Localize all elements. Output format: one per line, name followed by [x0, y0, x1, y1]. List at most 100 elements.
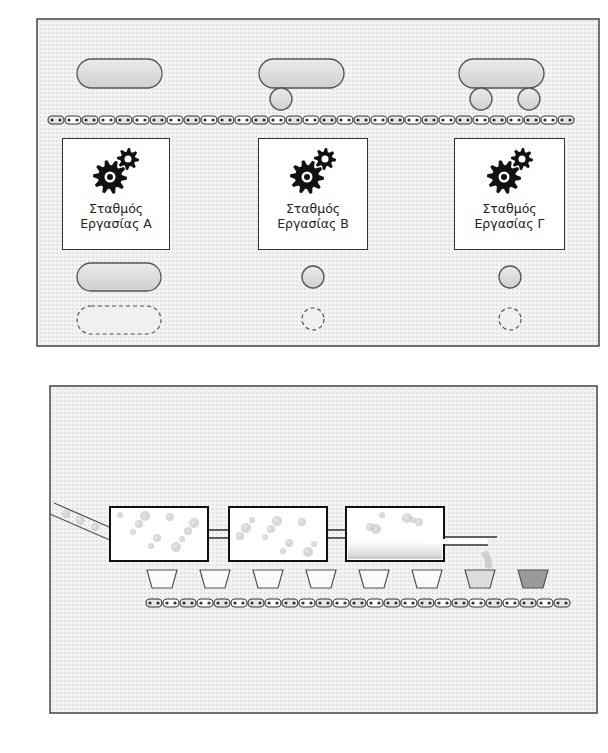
- station-label: Σταθμός Εργασίας Γ: [459, 201, 560, 231]
- particle: [262, 534, 268, 540]
- cup: [465, 570, 495, 588]
- chain-link: [333, 599, 349, 607]
- chain-link: [401, 599, 417, 607]
- particle: [285, 539, 293, 547]
- chain-link: [218, 116, 234, 124]
- chain-link: [388, 116, 404, 124]
- chain-link: [503, 599, 519, 607]
- cup: [200, 570, 230, 588]
- chain-link: [367, 599, 383, 607]
- particle: [130, 529, 136, 535]
- chain-link: [520, 599, 536, 607]
- chain-link: [452, 599, 468, 607]
- parts-in: [77, 59, 544, 110]
- chain-link: [167, 116, 183, 124]
- chain-link: [486, 599, 502, 607]
- chain-link: [282, 599, 298, 607]
- chain-link: [354, 116, 370, 124]
- chain-link: [214, 599, 230, 607]
- chain-link: [231, 599, 247, 607]
- particle: [267, 525, 275, 533]
- cup: [306, 570, 336, 588]
- chain-link: [337, 116, 353, 124]
- chain-link: [197, 599, 213, 607]
- cup: [253, 570, 283, 588]
- chain-link: [252, 116, 268, 124]
- chain-link: [82, 116, 98, 124]
- chain-conveyor: [48, 116, 574, 124]
- chain-link: [133, 116, 149, 124]
- particle: [298, 518, 306, 526]
- chain-link: [405, 116, 421, 124]
- particle: [117, 512, 123, 518]
- chain-link: [435, 599, 451, 607]
- chain-link: [269, 116, 285, 124]
- particle: [236, 532, 244, 540]
- station-label: Σταθμός Εργασίας Β: [263, 201, 363, 231]
- chain-link: [180, 599, 196, 607]
- cup: [412, 570, 442, 588]
- gear-icon: [285, 147, 341, 197]
- gear-icon: [88, 147, 144, 197]
- chain-link: [303, 116, 319, 124]
- particle: [241, 523, 251, 533]
- chain-link: [201, 116, 217, 124]
- particle: [402, 513, 412, 523]
- particle: [249, 517, 255, 523]
- particle: [415, 518, 423, 526]
- chain-link: [235, 116, 251, 124]
- particle: [189, 518, 199, 528]
- chain-link: [48, 116, 64, 124]
- bottom-panel: [50, 386, 597, 713]
- station-label: Σταθμός Εργασίας Α: [67, 201, 165, 231]
- chain-link: [299, 599, 315, 607]
- chain-conveyor: [146, 599, 570, 607]
- particle: [280, 548, 286, 554]
- particle: [153, 534, 161, 542]
- chain-link: [65, 116, 81, 124]
- chain-link: [422, 116, 438, 124]
- particle: [311, 541, 317, 547]
- chain-link: [316, 599, 332, 607]
- particle: [140, 511, 150, 521]
- settled-layer: [348, 535, 442, 559]
- chain-link: [146, 599, 162, 607]
- chain-link: [524, 116, 540, 124]
- chain-link: [456, 116, 472, 124]
- tank: [110, 507, 208, 561]
- chain-link: [558, 116, 574, 124]
- tank: [229, 507, 327, 561]
- particle: [148, 543, 154, 549]
- parts-out: [77, 263, 521, 291]
- chain-link: [248, 599, 264, 607]
- particle: [166, 513, 174, 521]
- chain-link: [150, 116, 166, 124]
- particle: [171, 542, 181, 552]
- chain-link: [384, 599, 400, 607]
- gear-icon: [482, 147, 538, 197]
- chain-link: [541, 116, 557, 124]
- parts-next: [77, 306, 521, 334]
- chain-link: [473, 116, 489, 124]
- chain-link: [554, 599, 570, 607]
- chain-link: [350, 599, 366, 607]
- chain-link: [490, 116, 506, 124]
- chain-link: [371, 116, 387, 124]
- top-panel: [37, 19, 599, 346]
- inlet-chute: [50, 503, 116, 541]
- chain-link: [163, 599, 179, 607]
- particle: [272, 516, 282, 526]
- pipe-inner: [421, 539, 487, 544]
- chain-link: [116, 116, 132, 124]
- chain-link: [439, 116, 455, 124]
- mixing-tanks: [110, 507, 489, 568]
- chain-link: [184, 116, 200, 124]
- particle: [135, 520, 143, 528]
- chain-link: [469, 599, 485, 607]
- particle: [379, 512, 385, 518]
- particle: [303, 547, 313, 557]
- pour: [484, 552, 489, 568]
- chain-link: [265, 599, 281, 607]
